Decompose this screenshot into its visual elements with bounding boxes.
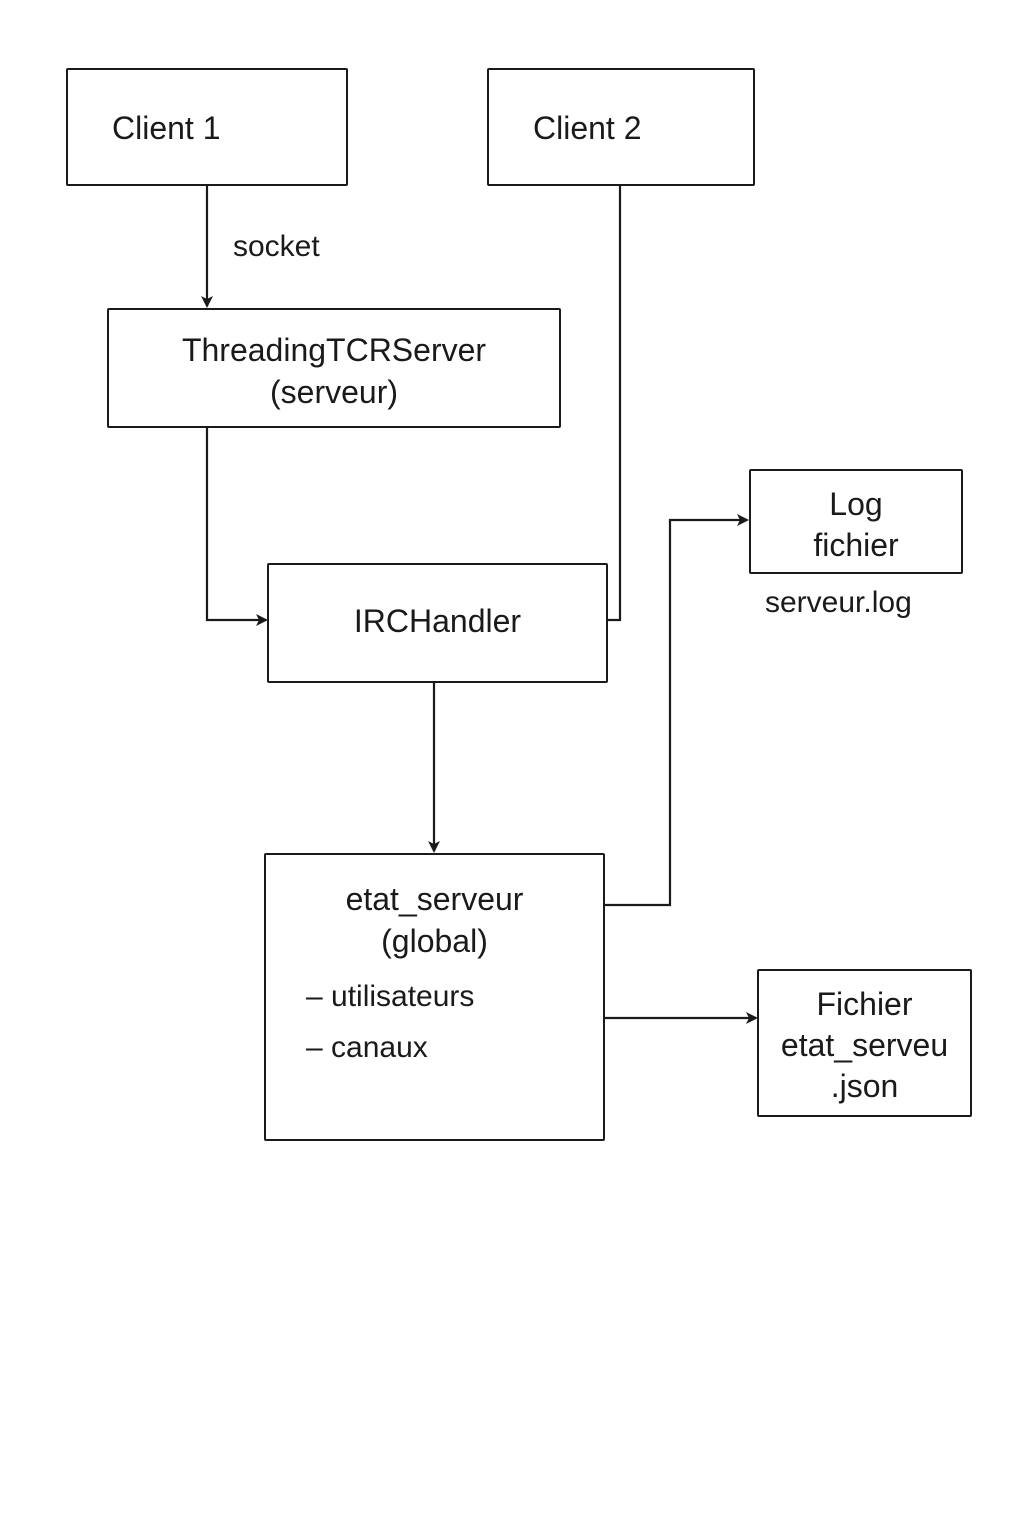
arrow-server-to-handler — [205, 428, 268, 626]
server-node: ThreadingTCRServer (serveur) — [107, 308, 561, 428]
handler-label: IRCHandler — [353, 603, 522, 639]
arrow-state-to-log — [605, 514, 749, 907]
client1-node: Client 1 — [66, 68, 348, 186]
log-filename-label: serveur.log — [765, 586, 912, 619]
state-title: etat_serveur — [345, 881, 524, 917]
json-file-name: etat_serveu — [780, 1027, 949, 1063]
state-item-users: – utilisateurs — [306, 980, 475, 1013]
state-item-channels: – canaux — [306, 1031, 428, 1064]
client1-label: Client 1 — [112, 110, 221, 146]
client2-node: Client 2 — [487, 68, 755, 186]
client2-label: Client 2 — [533, 110, 642, 146]
state-node: etat_serveur (global) – utilisateurs – c… — [264, 853, 605, 1141]
json-file-extension: .json — [830, 1068, 899, 1104]
line-client2-to-handler — [607, 185, 622, 622]
server-subtitle: (serveur) — [269, 374, 398, 410]
log-subtitle: fichier — [813, 527, 899, 563]
json-file-title: Fichier — [816, 986, 913, 1022]
log-node: Log fichier — [749, 469, 963, 574]
log-title: Log — [829, 486, 883, 522]
handler-node: IRCHandler — [267, 563, 608, 683]
json-file-node: Fichier etat_serveu .json — [757, 969, 972, 1117]
socket-label: socket — [233, 230, 320, 263]
server-title: ThreadingTCRServer — [181, 332, 487, 368]
state-subtitle: (global) — [381, 923, 488, 959]
